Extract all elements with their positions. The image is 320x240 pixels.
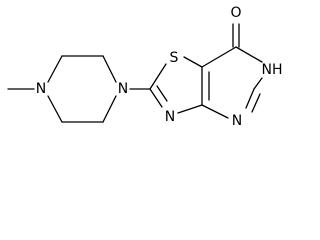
bond-c7a-c7: [201, 46, 237, 68]
atom-nh: NH: [262, 62, 283, 78]
bond-c7-n6: [235, 46, 263, 63]
bond-n3-c3a: [177, 104, 203, 114]
bond-c2-n3-double: [156, 85, 168, 102]
atom-n-methyl: N: [36, 81, 46, 97]
bonds: [7, 23, 263, 123]
bond-c5-n4-double: [251, 93, 261, 113]
chemical-structure: N N S N N NH O: [7, 5, 283, 129]
atom-n-thiazole: N: [165, 109, 175, 125]
bond-c2-s: [149, 63, 167, 90]
atom-n-ring: N: [232, 113, 242, 129]
bond-pip-3: [102, 55, 117, 83]
atom-s-thiazole: S: [170, 50, 179, 66]
bond-pip-4: [102, 95, 117, 123]
atom-n-linking: N: [118, 81, 128, 97]
bond-s-c7a: [183, 56, 203, 68]
atom-o-carbonyl: O: [230, 5, 241, 21]
bond-c2-n3: [149, 88, 163, 108]
atom-labels: N N S N N NH O: [36, 5, 283, 129]
bond-pip-1: [47, 55, 63, 83]
bond-n6-c5: [253, 77, 263, 90]
bond-n4-c3a: [201, 104, 229, 119]
bond-c5-n4: [245, 88, 255, 109]
bond-pip-6: [47, 95, 63, 123]
